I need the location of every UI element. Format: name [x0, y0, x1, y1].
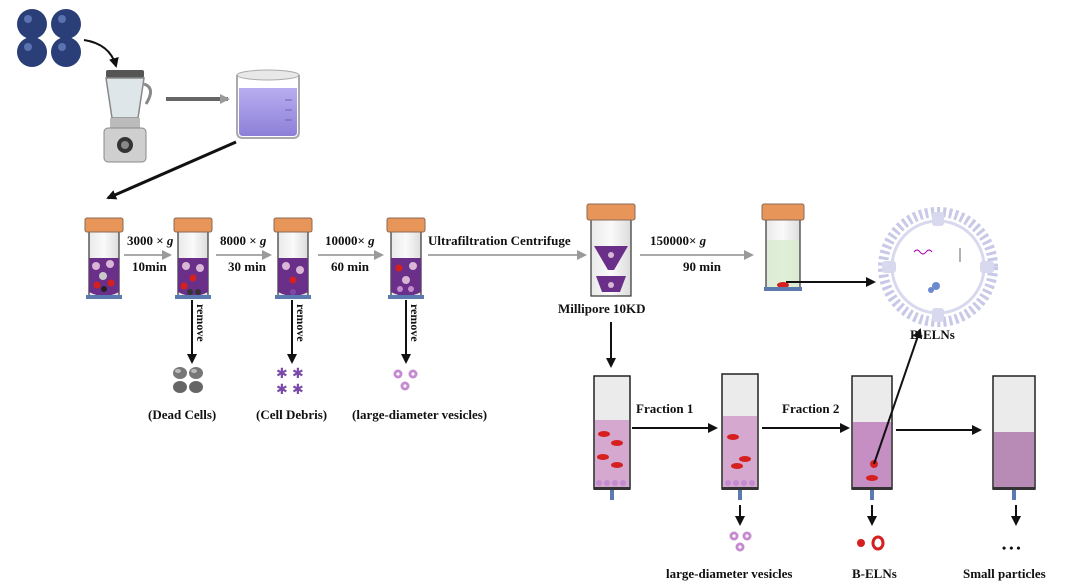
dead-cells-label: (Dead Cells)	[148, 407, 216, 422]
svg-text:✱: ✱	[292, 367, 304, 382]
arrow-to-beln-vesicle	[873, 328, 923, 465]
small-particles-label: Small particles	[963, 566, 1046, 581]
filter-tube-4	[992, 375, 1036, 500]
centrifuge-tube-1	[84, 217, 124, 299]
beln-bottom-icon	[857, 535, 885, 551]
fraction-2-label: Fraction 2	[782, 401, 839, 416]
arrow-beaker-to-tube	[106, 140, 237, 200]
fraction-1-label: Fraction 1	[636, 401, 693, 416]
beln-bottom-label: B-ELNs	[852, 566, 897, 581]
remove-label-3: remove	[408, 304, 422, 342]
svg-text:✱: ✱	[276, 383, 288, 398]
centrifuge-tube-4	[386, 217, 426, 299]
centrifuge-tube-2	[173, 217, 213, 299]
dead-cells-icon	[173, 367, 203, 393]
step-1-speed: 3000 × g	[127, 233, 174, 248]
filter-tube-3	[851, 375, 893, 500]
centrifuge-tube-3	[273, 217, 313, 299]
ultracentrifuge-tube	[761, 203, 805, 291]
step-4-label: Ultrafiltration Centrifuge	[428, 233, 571, 248]
svg-text:✱: ✱	[292, 383, 304, 398]
step-2-speed: 8000 × g	[220, 233, 267, 248]
beaker-icon	[236, 69, 300, 139]
step-2-time: 30 min	[228, 259, 267, 274]
millipore-label: Millipore 10KD	[558, 301, 646, 316]
step-5-time: 90 min	[683, 259, 722, 274]
large-vesicles-label: (large-diameter vesicles)	[352, 407, 487, 422]
millipore-filter-tube	[586, 203, 636, 297]
large-vesicles-icon	[393, 369, 418, 391]
step-3-speed: 10000× g	[325, 233, 375, 248]
small-particles-dots: • • •	[1002, 541, 1021, 555]
beln-vesicle-icon	[878, 207, 998, 327]
large-vesicles-bottom-icon	[729, 531, 752, 552]
svg-text:✱: ✱	[276, 367, 288, 382]
cell-debris-icon: ✱ ✱ ✱ ✱	[276, 367, 304, 398]
filter-tube-2	[721, 373, 759, 500]
remove-label-2: remove	[294, 304, 308, 342]
filter-tube-1	[593, 375, 631, 500]
step-3-time: 60 min	[331, 259, 370, 274]
remove-label-1: remove	[194, 304, 208, 342]
step-5-speed: 150000× g	[650, 233, 707, 248]
step-1-time: 10min	[132, 259, 167, 274]
cell-debris-label: (Cell Debris)	[256, 407, 327, 422]
blender-icon	[103, 70, 152, 163]
arrow-berries-to-blender	[83, 39, 119, 68]
large-vesicles-bottom-label: large-diameter vesicles	[666, 566, 792, 581]
blueberries-icon	[17, 9, 81, 67]
